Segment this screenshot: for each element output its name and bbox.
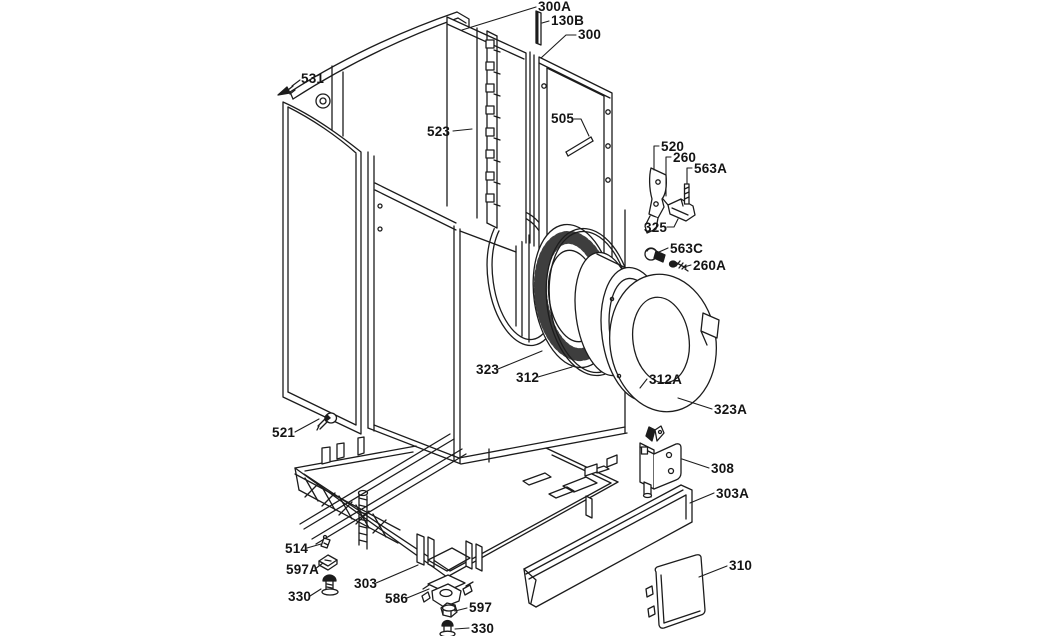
part-label-260: 260 <box>673 150 696 165</box>
part-label-330-bottom: 330 <box>471 621 494 636</box>
hinge-parts <box>644 167 696 272</box>
plinth-strip-303A <box>523 484 693 608</box>
bracket-308 <box>639 425 682 499</box>
leader-323 <box>497 350 543 370</box>
leader-563A <box>686 167 693 185</box>
clip-rail-523 <box>485 30 501 229</box>
part-label-323A: 323A <box>714 402 747 417</box>
part-label-531: 531 <box>301 71 324 86</box>
part-label-323: 323 <box>476 362 499 377</box>
door-assembly <box>532 223 720 413</box>
leader-523 <box>452 128 473 132</box>
base-frame-303 <box>294 433 619 578</box>
leader-310 <box>698 565 728 578</box>
screw-330-left <box>322 574 337 582</box>
leader-325 <box>666 218 679 228</box>
leader-563C <box>658 247 669 253</box>
leader-521 <box>294 418 320 433</box>
part-label-520: 520 <box>661 139 684 154</box>
leader-312 <box>537 366 573 378</box>
leader-130B <box>541 20 550 24</box>
front-foot-assembly <box>421 574 474 636</box>
leader-514 <box>306 543 322 549</box>
part-label-597A: 597A <box>286 562 319 577</box>
left-fasteners <box>277 85 339 596</box>
part-label-523: 523 <box>427 124 450 139</box>
left-side-panel <box>282 101 362 435</box>
leader-323A <box>677 397 713 410</box>
leader-330-left <box>309 588 322 597</box>
part-label-325: 325 <box>644 220 667 235</box>
leader-lines <box>291 6 728 630</box>
part-label-312: 312 <box>516 370 539 385</box>
part-label-563A: 563A <box>694 161 727 176</box>
leader-300 <box>540 34 577 59</box>
part-label-300A: 300A <box>538 0 571 14</box>
leader-260A <box>683 264 692 268</box>
leader-308 <box>681 458 710 469</box>
part-label-130B: 130B <box>551 13 584 28</box>
part-label-310: 310 <box>729 558 752 573</box>
leader-531 <box>291 79 301 87</box>
leader-260 <box>665 156 672 197</box>
strip-130B <box>535 10 542 46</box>
leader-597A <box>314 562 324 570</box>
part-label-300: 300 <box>578 27 601 42</box>
leader-505 <box>573 118 590 137</box>
leader-330-bottom <box>454 627 470 630</box>
part-labels: 300A 130B 300 531 523 505 520 260 563A 3… <box>272 0 752 636</box>
part-label-308: 308 <box>711 461 734 476</box>
part-label-312A: 312A <box>649 372 682 387</box>
cover-plate-310 <box>645 554 706 629</box>
part-label-303A: 303A <box>716 486 749 501</box>
hinge-bracket-520 <box>648 167 668 219</box>
leader-597 <box>454 607 468 612</box>
part-label-521: 521 <box>272 425 295 440</box>
leader-586 <box>406 588 430 599</box>
leader-303A <box>689 492 715 504</box>
leader-303 <box>375 564 419 584</box>
leader-300A <box>461 6 537 31</box>
part-label-514: 514 <box>285 541 308 556</box>
part-label-586: 586 <box>385 591 408 606</box>
part-label-505: 505 <box>551 111 574 126</box>
part-label-303: 303 <box>354 576 377 591</box>
screw-531 <box>277 86 291 96</box>
part-label-260A: 260A <box>693 258 726 273</box>
screw-330-bottom <box>441 619 454 627</box>
part-label-563C: 563C <box>670 241 703 256</box>
leader-312A <box>639 378 648 389</box>
part-label-597: 597 <box>469 600 492 615</box>
leader-520 <box>653 145 660 171</box>
part-label-330-left: 330 <box>288 589 311 604</box>
